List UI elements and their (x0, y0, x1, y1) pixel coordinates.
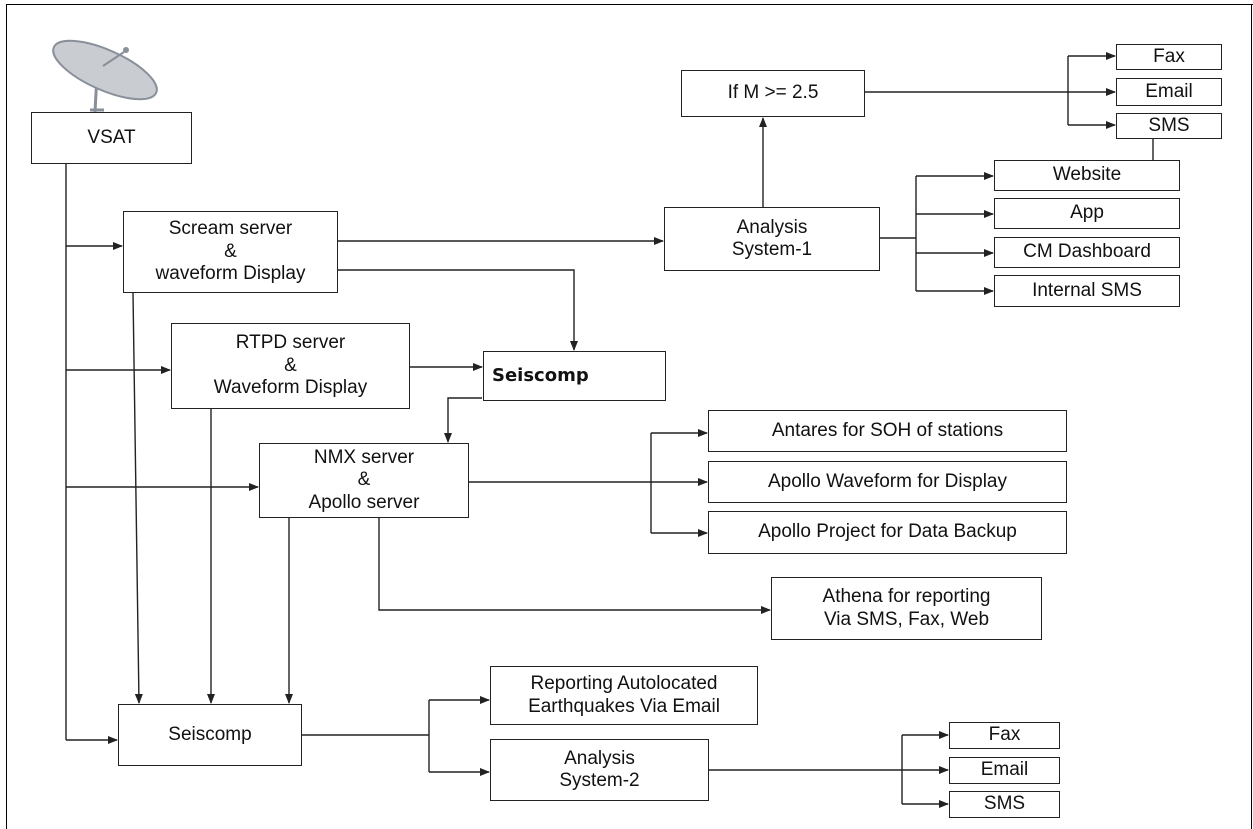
fax-top-box: Fax (1116, 44, 1222, 70)
satellite-dish-icon (52, 39, 158, 113)
magnitude-condition-box: If M >= 2.5 (681, 70, 865, 117)
sms-bottom-box: SMS (949, 791, 1060, 818)
app-box: App (994, 198, 1180, 229)
email-bottom-box: Email (949, 757, 1060, 784)
seiscomp-bottom-box: Seiscomp (118, 704, 302, 766)
fax-bottom-box: Fax (949, 722, 1060, 749)
frame-top-border (6, 4, 1253, 5)
email-top-box: Email (1116, 78, 1222, 106)
analysis-system-2-box: Analysis System-2 (490, 739, 709, 801)
wire (444, 397, 482, 443)
athena-box: Athena for reporting Via SMS, Fax, Web (771, 577, 1042, 640)
sms-top-box: SMS (1116, 113, 1222, 139)
apollo-waveform-box: Apollo Waveform for Display (708, 461, 1067, 503)
rtpd-server-box: RTPD server & Waveform Display (171, 323, 410, 409)
internal-sms-box: Internal SMS (994, 275, 1180, 307)
frame-left-border (6, 4, 7, 829)
analysis-system-1-box: Analysis System-1 (664, 207, 880, 271)
reporting-autolocated-box: Reporting Autolocated Earthquakes Via Em… (490, 666, 758, 725)
antares-box: Antares for SOH of stations (708, 410, 1067, 452)
wire (132, 292, 143, 704)
nmx-server-box: NMX server & Apollo server (259, 443, 469, 518)
apollo-project-box: Apollo Project for Data Backup (708, 511, 1067, 554)
cm-dashboard-box: CM Dashboard (994, 237, 1180, 268)
scream-server-box: Scream server & waveform Display (123, 211, 338, 293)
vsat-box: VSAT (31, 112, 192, 164)
seiscomp-mid-box: Seiscomp (483, 351, 666, 401)
frame-right-border (1251, 4, 1252, 829)
wire (338, 269, 578, 351)
wire (378, 518, 771, 614)
website-box: Website (994, 160, 1180, 191)
